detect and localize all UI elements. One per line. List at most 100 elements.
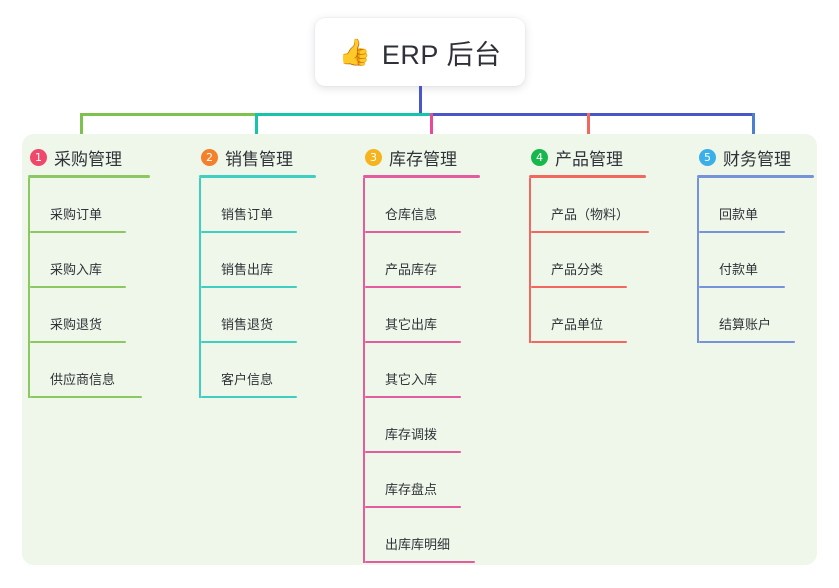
branch-item-rule <box>30 396 142 398</box>
branch-item-label: 客户信息 <box>221 372 274 387</box>
branch-item[interactable]: 产品分类 <box>529 233 646 288</box>
branch-item[interactable]: 销售出库 <box>199 233 316 288</box>
branch-item[interactable]: 供应商信息 <box>28 343 150 398</box>
branch-title-product: 产品管理 <box>555 149 623 169</box>
branch-spine-finance <box>697 178 699 343</box>
branch-item[interactable]: 仓库信息 <box>363 178 480 233</box>
branch-item[interactable]: 结算账户 <box>697 288 814 343</box>
branch-column-product: 4 产品管理产品（物料） 产品分类产品单位 <box>529 142 649 343</box>
branches-panel: 1 采购管理采购订单采购入库采购退货供应商信息 2 销售管理销售订单销售出库销售退货客… <box>22 134 817 565</box>
branch-header-rule-product <box>529 175 646 178</box>
branch-header-rule-sales <box>199 175 316 178</box>
branch-item[interactable]: 其它入库 <box>363 343 480 398</box>
branch-item[interactable]: 客户信息 <box>199 343 316 398</box>
branch-item-label: 库存调拨 <box>385 427 438 442</box>
branch-item[interactable]: 产品库存 <box>363 233 480 288</box>
branch-item-rule <box>365 396 461 398</box>
branch-item[interactable]: 回款单 <box>697 178 814 233</box>
branch-item-rule <box>201 341 297 343</box>
branch-title-inventory: 库存管理 <box>389 149 457 169</box>
branch-item-rule <box>201 286 297 288</box>
branch-spine-inventory <box>363 178 365 563</box>
branch-item-rule <box>699 231 785 233</box>
branch-item-label: 采购入库 <box>50 262 103 277</box>
branch-item-rule <box>365 451 461 453</box>
branch-badge-sales: 2 <box>201 148 218 166</box>
branch-item-rule <box>365 506 461 508</box>
branch-title-finance: 财务管理 <box>723 149 791 169</box>
branch-item-label: 库存盘点 <box>385 482 438 497</box>
branch-item[interactable]: 销售退货 <box>199 288 316 343</box>
branch-item-label: 付款单 <box>719 262 759 277</box>
thumbs-up-icon: 👍 <box>338 37 371 67</box>
branch-item-label: 采购退货 <box>50 317 103 332</box>
branch-badge-product: 4 <box>531 148 548 166</box>
branch-item[interactable]: 库存盘点 <box>363 453 480 508</box>
branch-item-rule <box>699 341 795 343</box>
branch-item-label: 其它出库 <box>385 317 438 332</box>
branch-item-label: 产品分类 <box>551 262 604 277</box>
branch-header-inventory[interactable]: 3 库存管理 <box>363 142 480 172</box>
branch-header-sales[interactable]: 2 销售管理 <box>199 142 316 172</box>
branch-column-inventory: 3 库存管理仓库信息产品库存其它出库其它入库库存调拨库存盘点出库库明细 <box>363 142 480 563</box>
branch-title-purchase: 采购管理 <box>54 149 122 169</box>
branch-item-rule <box>30 286 126 288</box>
branch-items-product: 产品（物料） 产品分类产品单位 <box>529 178 649 343</box>
branch-item-label: 产品单位 <box>551 317 604 332</box>
drop-product <box>587 113 590 143</box>
branch-header-purchase[interactable]: 1 采购管理 <box>28 142 150 172</box>
branch-column-finance: 5 财务管理回款单付款单结算账户 <box>697 142 814 343</box>
branch-items-sales: 销售订单销售出库销售退货客户信息 <box>199 178 316 398</box>
branch-item-rule <box>201 231 297 233</box>
branch-header-rule-finance <box>697 175 814 178</box>
branch-item-label: 销售订单 <box>221 207 274 222</box>
branch-badge-inventory: 3 <box>365 148 382 166</box>
branch-item-rule <box>531 286 627 288</box>
branch-header-rule-purchase <box>28 175 150 178</box>
branch-item-label: 出库库明细 <box>385 537 451 552</box>
branch-item-label: 产品库存 <box>385 262 438 277</box>
branch-item[interactable]: 采购订单 <box>28 178 150 233</box>
branch-item-rule <box>699 286 785 288</box>
branch-item-rule <box>201 396 297 398</box>
branch-column-sales: 2 销售管理销售订单销售出库销售退货客户信息 <box>199 142 316 398</box>
drop-inventory <box>430 113 433 143</box>
branch-item-label: 仓库信息 <box>385 207 438 222</box>
root-node[interactable]: 👍 ERP 后台 <box>315 18 525 86</box>
branch-item[interactable]: 销售订单 <box>199 178 316 233</box>
branch-badge-finance: 5 <box>699 148 716 166</box>
branch-item-label: 其它入库 <box>385 372 438 387</box>
branch-item-rule <box>30 341 126 343</box>
branch-header-finance[interactable]: 5 财务管理 <box>697 142 814 172</box>
branch-item[interactable]: 产品单位 <box>529 288 646 343</box>
branch-title-sales: 销售管理 <box>225 149 293 169</box>
branch-item[interactable]: 其它出库 <box>363 288 480 343</box>
branch-item[interactable]: 产品（物料） <box>529 178 649 233</box>
branch-item-rule <box>365 286 461 288</box>
branch-header-product[interactable]: 4 产品管理 <box>529 142 646 172</box>
branch-item-label: 供应商信息 <box>50 372 116 387</box>
trunk-connector <box>419 86 422 114</box>
branch-items-inventory: 仓库信息产品库存其它出库其它入库库存调拨库存盘点出库库明细 <box>363 178 480 563</box>
bus-teal <box>255 113 430 116</box>
branch-item[interactable]: 采购入库 <box>28 233 150 288</box>
branch-item-rule <box>531 231 649 233</box>
branch-header-rule-inventory <box>363 175 480 178</box>
drop-sales <box>255 113 258 143</box>
branch-spine-sales <box>199 178 201 398</box>
branch-item[interactable]: 付款单 <box>697 233 814 288</box>
branch-spine-purchase <box>28 178 30 398</box>
branch-item-label: 结算账户 <box>719 317 772 332</box>
branch-item[interactable]: 采购退货 <box>28 288 150 343</box>
branch-item-rule <box>30 231 126 233</box>
drop-finance <box>752 113 755 143</box>
root-node-title: ERP 后台 <box>381 39 502 70</box>
branch-item-label: 销售出库 <box>221 262 274 277</box>
branch-item-rule <box>365 231 461 233</box>
bus-green <box>80 113 255 116</box>
branch-item[interactable]: 出库库明细 <box>363 508 480 563</box>
branch-items-purchase: 采购订单采购入库采购退货供应商信息 <box>28 178 150 398</box>
branch-badge-purchase: 1 <box>30 148 47 166</box>
branch-item[interactable]: 库存调拨 <box>363 398 480 453</box>
